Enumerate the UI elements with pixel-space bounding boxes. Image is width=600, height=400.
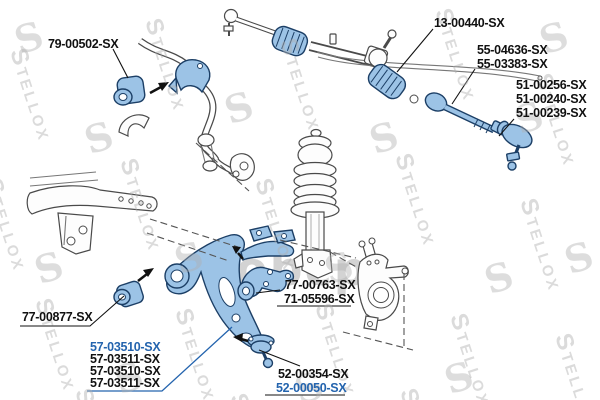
label-control-arm-bushing: 77-00877-SX bbox=[22, 310, 93, 324]
label-tie-rod-end-1: 51-00256-SX bbox=[516, 78, 587, 92]
label-ball-joint-2[interactable]: 52-00050-SX bbox=[276, 381, 347, 395]
label-axial-joint-1: 55-04636-SX bbox=[477, 43, 548, 57]
ball-joint-part bbox=[247, 334, 275, 369]
label-tie-rod-end-2: 51-00240-SX bbox=[516, 92, 587, 106]
assembly-dashed-lines bbox=[146, 142, 414, 351]
leader-lines bbox=[20, 28, 515, 396]
label-stabilizer-bushing: 79-00502-SX bbox=[48, 37, 119, 51]
rack-bellows-right bbox=[367, 63, 407, 100]
label-steering-rack: 13-00440-SX bbox=[434, 16, 505, 30]
stabilizer-bushing-part bbox=[113, 75, 146, 106]
steering-rack-drawing bbox=[223, 8, 543, 104]
label-tie-rod-end-3: 51-00239-SX bbox=[516, 106, 587, 120]
tie-rod-end-part bbox=[496, 120, 533, 171]
direction-arrows bbox=[137, 82, 249, 343]
label-rear-bracket-2: 71-05596-SX bbox=[284, 292, 355, 306]
subframe-drawing bbox=[26, 171, 158, 255]
control-arm-part bbox=[164, 225, 296, 348]
stabilizer-link-drawing bbox=[197, 133, 255, 181]
knuckle-drawing bbox=[357, 237, 409, 331]
label-control-arm-3: 57-03510-SX bbox=[90, 364, 161, 378]
stabilizer-bracket-part bbox=[168, 59, 211, 95]
label-axial-joint-2: 55-03383-SX bbox=[477, 57, 548, 71]
control-arm-bushing-part bbox=[113, 280, 144, 308]
stabilizer-clamp-drawing bbox=[118, 114, 150, 137]
strut-drawing bbox=[290, 128, 340, 279]
label-ball-joint-1: 52-00354-SX bbox=[278, 367, 349, 381]
rack-bellows-left bbox=[271, 25, 309, 57]
label-rear-bracket-1: 77-00763-SX bbox=[285, 278, 356, 292]
label-control-arm-2: 57-03511-SX bbox=[90, 352, 160, 366]
label-control-arm-1[interactable]: 57-03510-SX bbox=[90, 340, 161, 354]
rear-bushing-bracket-part bbox=[237, 266, 295, 301]
label-control-arm-4: 57-03511-SX bbox=[90, 376, 160, 390]
